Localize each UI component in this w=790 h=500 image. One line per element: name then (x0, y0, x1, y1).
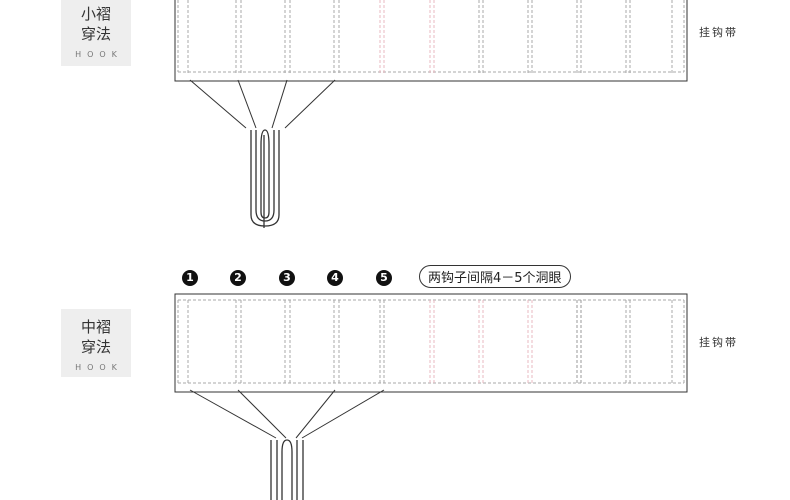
top-tape-outline (174, 0, 688, 82)
hole-number-4: 4 (327, 270, 343, 286)
hole-number-5: 5 (376, 270, 392, 286)
bottom-hook-connector-lines (189, 389, 385, 439)
top-method-label-line2: 穿法 (80, 25, 111, 43)
top-method-label-line1: 小褶 (80, 5, 111, 23)
top-hook-connector-lines (189, 79, 336, 129)
bottom-tape-pockets (187, 300, 673, 385)
bottom-hook-tape (174, 293, 688, 393)
bottom-tape-outline (174, 293, 688, 393)
hole-number-2: 2 (230, 270, 246, 286)
hole-number-3: 3 (279, 270, 295, 286)
top-method-label: 小褶 穿法 HOOK (61, 0, 131, 66)
top-method-label-sub: HOOK (75, 50, 123, 59)
top-tape-pockets (187, 0, 673, 74)
bottom-method-label-line1: 中褶 (80, 318, 111, 336)
bottom-method-label-sub: HOOK (75, 363, 123, 372)
hook-spacing-note: 两钩子间隔4－5个洞眼 (419, 265, 571, 288)
bottom-side-label: 挂钩带 (699, 336, 738, 349)
bottom-hook (270, 439, 304, 500)
bottom-method-label-line2: 穿法 (80, 338, 111, 356)
top-side-label: 挂钩带 (699, 26, 738, 39)
hole-number-1: 1 (182, 270, 198, 286)
top-hook (250, 129, 280, 228)
bottom-method-label: 中褶 穿法 HOOK (61, 309, 131, 377)
top-hook-tape (174, 0, 688, 82)
